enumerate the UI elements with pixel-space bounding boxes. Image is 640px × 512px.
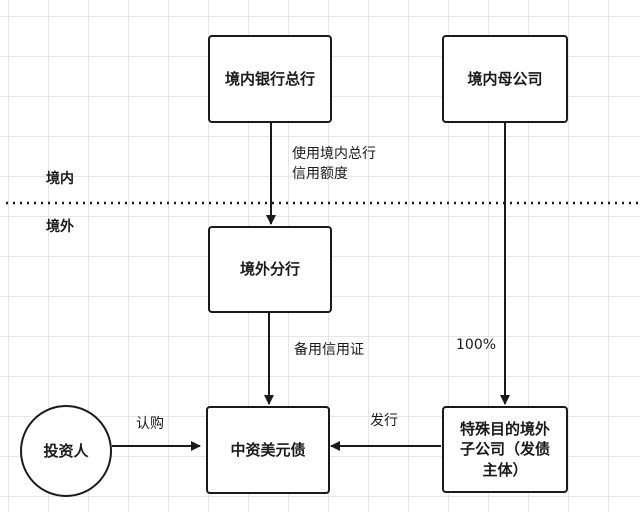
domestic-bank-hq-node: 境内银行总行 xyxy=(208,35,332,123)
investor-label: 投资人 xyxy=(43,441,89,460)
bond-node: 中资美元债 xyxy=(206,406,330,494)
subscribe-edge-label: 认购 xyxy=(136,416,164,432)
bond-label: 中资美元债 xyxy=(230,440,306,459)
spv-issuer-node: 特殊目的境外子公司（发债主体） xyxy=(442,406,568,493)
domestic-parent-node: 境内母公司 xyxy=(442,35,568,123)
overseas-branch-label: 境外分行 xyxy=(239,260,300,279)
ownership-edge-label: 100% xyxy=(456,337,497,353)
domestic-region-label: 境内 xyxy=(46,171,74,187)
domestic-parent-label: 境内母公司 xyxy=(467,69,543,88)
issue-edge-label: 发行 xyxy=(370,413,398,429)
domestic-bank-hq-label: 境内银行总行 xyxy=(224,69,315,88)
spv-issuer-label: 特殊目的境外子公司（发债主体） xyxy=(459,420,550,479)
standby-lc-edge-label: 备用信用证 xyxy=(294,342,364,358)
investor-node: 投资人 xyxy=(20,405,112,497)
overseas-region-label: 境外 xyxy=(46,219,74,235)
overseas-branch-node: 境外分行 xyxy=(208,226,332,313)
credit-line-edge-label: 使用境内总行信用额度 xyxy=(292,146,376,183)
